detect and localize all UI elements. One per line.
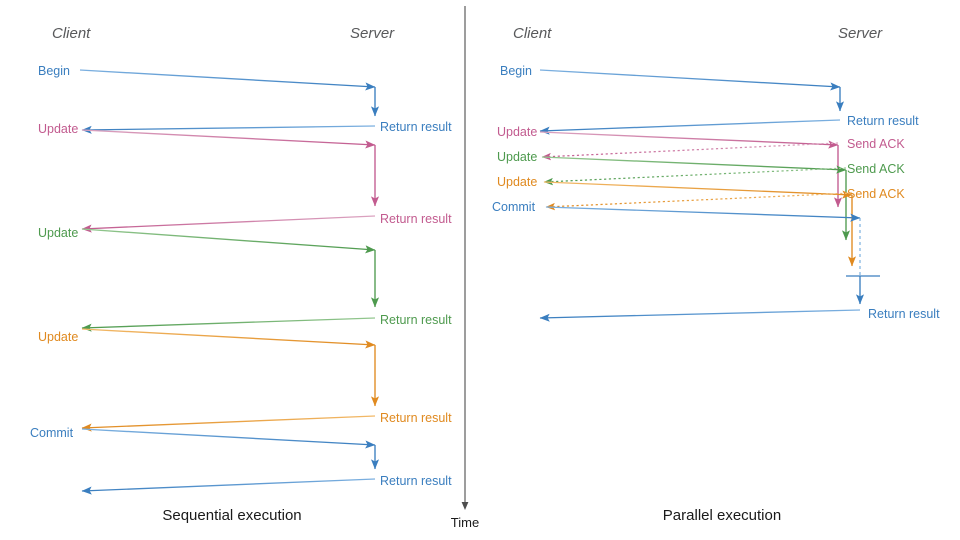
message-sequential-update-3 — [81, 328, 380, 432]
panels-group — [79, 69, 880, 495]
request-label-sequential-begin: Begin — [38, 64, 70, 78]
ack-arrow-update-2 — [543, 167, 847, 186]
message-parallel-update-2 — [541, 156, 851, 241]
response-arrow-update-1 — [81, 215, 376, 233]
request-arrow-commit — [545, 206, 861, 222]
request-label-sequential-update-1: Update — [38, 122, 78, 136]
request-label-parallel-update-1: Update — [497, 125, 537, 139]
request-arrow-update-3 — [81, 328, 376, 349]
actor-label-server-parallel: Server — [838, 25, 883, 42]
actor-label-server-sequential: Server — [350, 25, 395, 42]
response-label-parallel-commit: Return result — [868, 307, 940, 321]
time-axis-arrowhead — [461, 502, 469, 510]
request-label-sequential-update-2: Update — [38, 226, 78, 240]
request-arrow-commit — [81, 428, 376, 449]
message-parallel-update-3 — [543, 181, 857, 267]
panel-sequential — [79, 69, 380, 495]
response-arrow-update-2 — [81, 317, 376, 332]
request-label-sequential-update-3: Update — [38, 330, 78, 344]
request-label-sequential-commit: Commit — [30, 426, 74, 440]
request-arrow-update-2 — [81, 228, 376, 254]
message-parallel-begin — [539, 69, 845, 135]
response-label-parallel-begin: Return result — [847, 114, 919, 128]
panel-caption-sequential: Sequential execution — [162, 507, 301, 524]
panel-parallel — [539, 69, 880, 322]
response-arrow-commit — [539, 309, 861, 322]
message-sequential-commit — [81, 428, 380, 495]
request-label-parallel-begin: Begin — [500, 64, 532, 78]
time-axis-label: Time — [451, 515, 479, 530]
message-sequential-begin — [79, 69, 380, 134]
response-arrow-update-3 — [81, 415, 376, 432]
request-arrow-update-2 — [541, 156, 847, 174]
ack-label-parallel-update-2: Send ACK — [847, 162, 905, 176]
response-arrow-commit — [81, 478, 376, 495]
request-arrow-begin — [79, 69, 376, 91]
ack-arrow-update-1 — [541, 142, 839, 161]
request-arrow-update-1 — [81, 129, 376, 149]
ack-label-parallel-update-1: Send ACK — [847, 137, 905, 151]
request-arrow-update-1 — [539, 131, 839, 149]
ack-arrow-update-3 — [545, 192, 853, 211]
request-label-parallel-update-3: Update — [497, 175, 537, 189]
panel-caption-parallel: Parallel execution — [663, 507, 781, 524]
response-label-sequential-update-3: Return result — [380, 411, 452, 425]
response-arrow-begin — [81, 125, 376, 134]
message-sequential-update-1 — [81, 129, 380, 233]
request-label-parallel-update-2: Update — [497, 150, 537, 164]
ack-label-parallel-update-3: Send ACK — [847, 187, 905, 201]
message-parallel-commit — [539, 206, 880, 322]
response-label-sequential-commit: Return result — [380, 474, 452, 488]
request-label-parallel-commit: Commit — [492, 200, 536, 214]
message-parallel-update-1 — [539, 131, 843, 208]
response-arrow-begin — [539, 119, 841, 135]
time-axis — [461, 6, 469, 510]
actor-label-client-parallel: Client — [513, 25, 552, 42]
response-label-sequential-begin: Return result — [380, 120, 452, 134]
request-arrow-begin — [539, 69, 841, 91]
response-label-sequential-update-1: Return result — [380, 212, 452, 226]
message-sequential-update-2 — [81, 228, 380, 332]
actor-label-client-sequential: Client — [52, 25, 91, 42]
response-label-sequential-update-2: Return result — [380, 313, 452, 327]
request-arrow-update-3 — [543, 181, 853, 199]
